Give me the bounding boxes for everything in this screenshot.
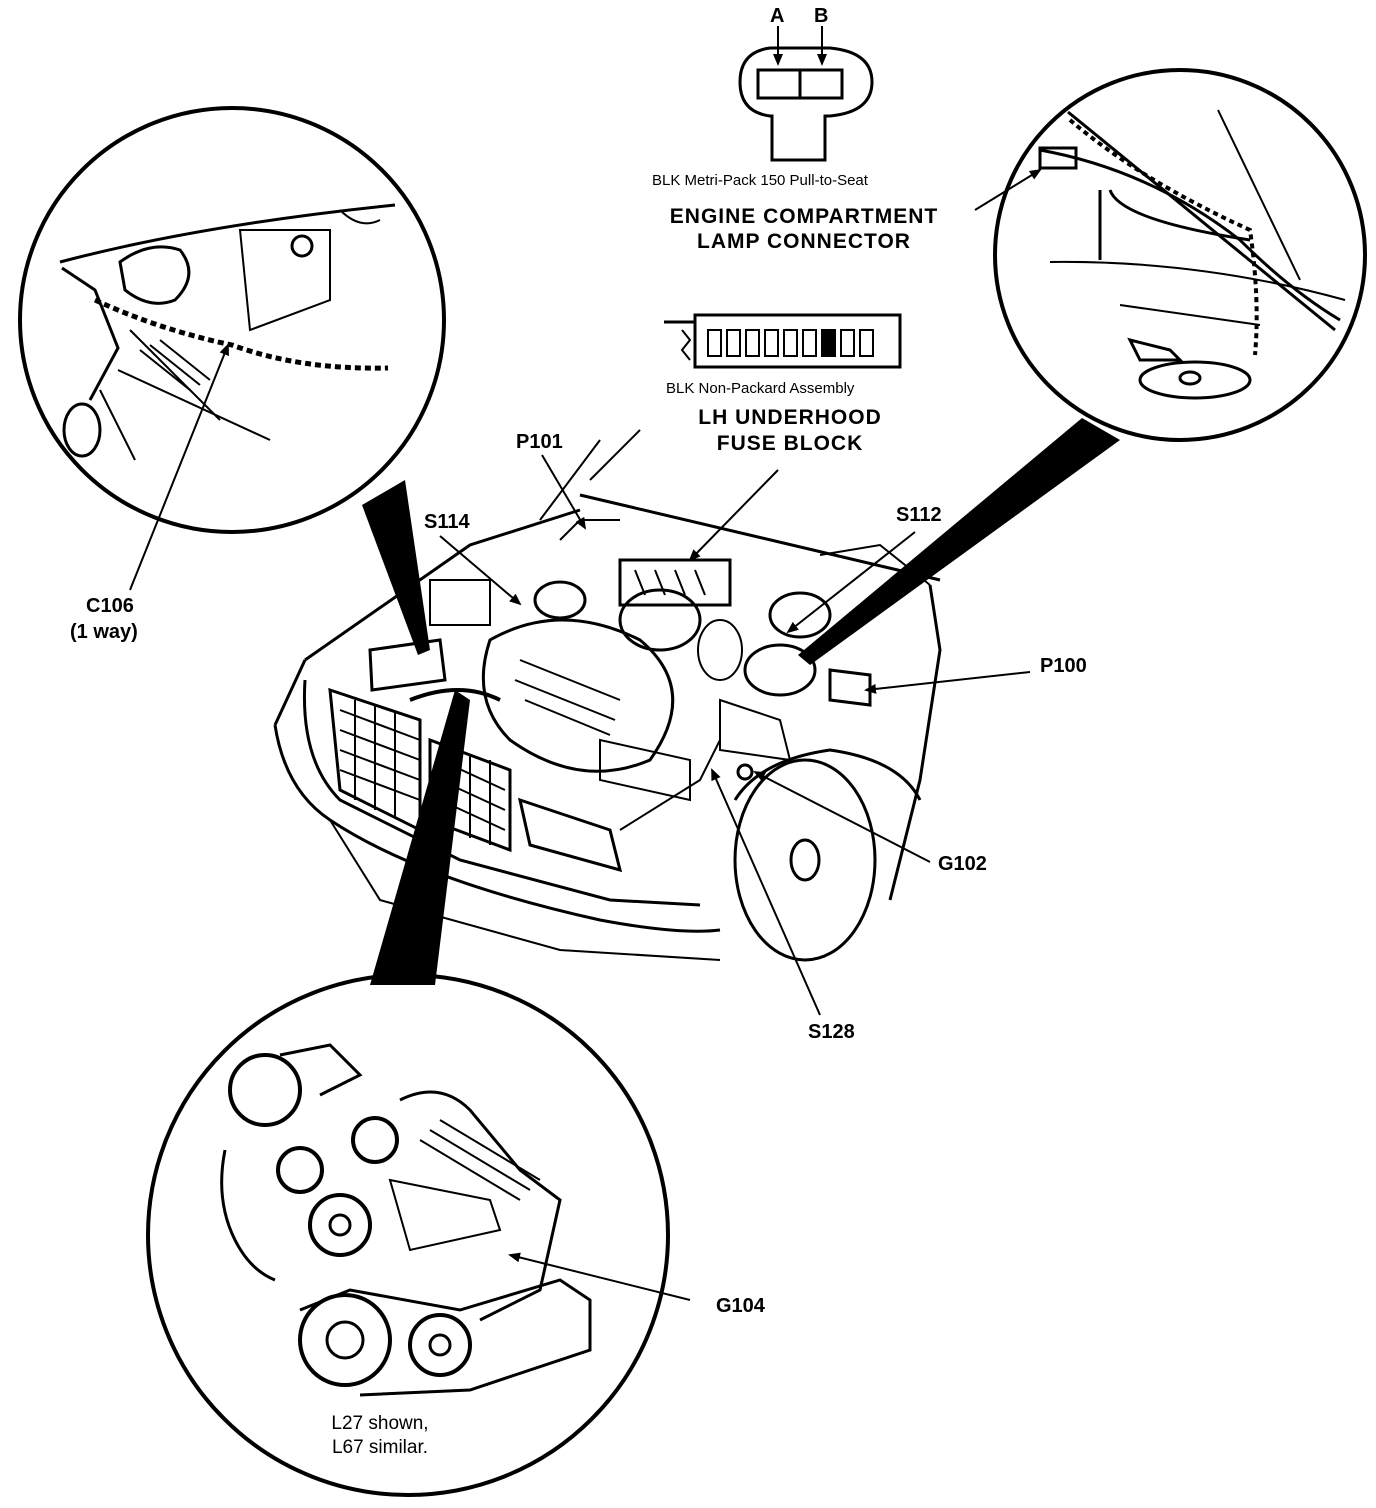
lamp-detail-circle — [993, 68, 1367, 442]
engine-detail-wedge — [370, 690, 470, 985]
front-wheel — [733, 748, 922, 962]
engine-detail-circle — [146, 973, 670, 1497]
engine-bay — [368, 519, 872, 802]
grille — [328, 687, 512, 853]
label-s128: S128 — [808, 1021, 855, 1043]
label-g104: G104 — [716, 1295, 765, 1317]
lamp-connector-subtitle: BLK Metri-Pack 150 Pull-to-Seat — [652, 172, 868, 189]
engine-caption-line1: L27 shown, — [331, 1413, 429, 1434]
lamp-detail-wedge — [798, 418, 1120, 665]
fuse-block-title-line2: FUSE BLOCK — [716, 432, 864, 455]
pin-a-label: A — [770, 5, 785, 27]
leader-lines — [129, 168, 1042, 1301]
engine-caption-line2: L67 similar. — [331, 1437, 429, 1458]
label-p100: P100 — [1040, 655, 1087, 677]
c106-detail-circle — [18, 106, 446, 534]
pin-b-label: B — [814, 5, 829, 27]
label-s114: S114 — [424, 511, 470, 533]
fuse-block-subtitle: BLK Non-Packard Assembly — [666, 380, 855, 397]
fuse-block-icon — [664, 313, 902, 369]
lamp-connector-title-line2: LAMP CONNECTOR — [697, 230, 911, 253]
fuse-block-title-line1: LH UNDERHOOD — [698, 406, 882, 429]
label-p101: P101 — [516, 431, 563, 453]
lamp-connector-title-line1: ENGINE COMPARTMENT — [669, 205, 939, 228]
c106-detail-wedge — [362, 480, 430, 655]
label-s112: S112 — [896, 504, 942, 526]
label-c106: C106 — [86, 595, 134, 617]
label-g102: G102 — [938, 853, 987, 875]
label-c106-ways: (1 way) — [70, 621, 138, 643]
lamp-connector-icon — [738, 26, 874, 162]
